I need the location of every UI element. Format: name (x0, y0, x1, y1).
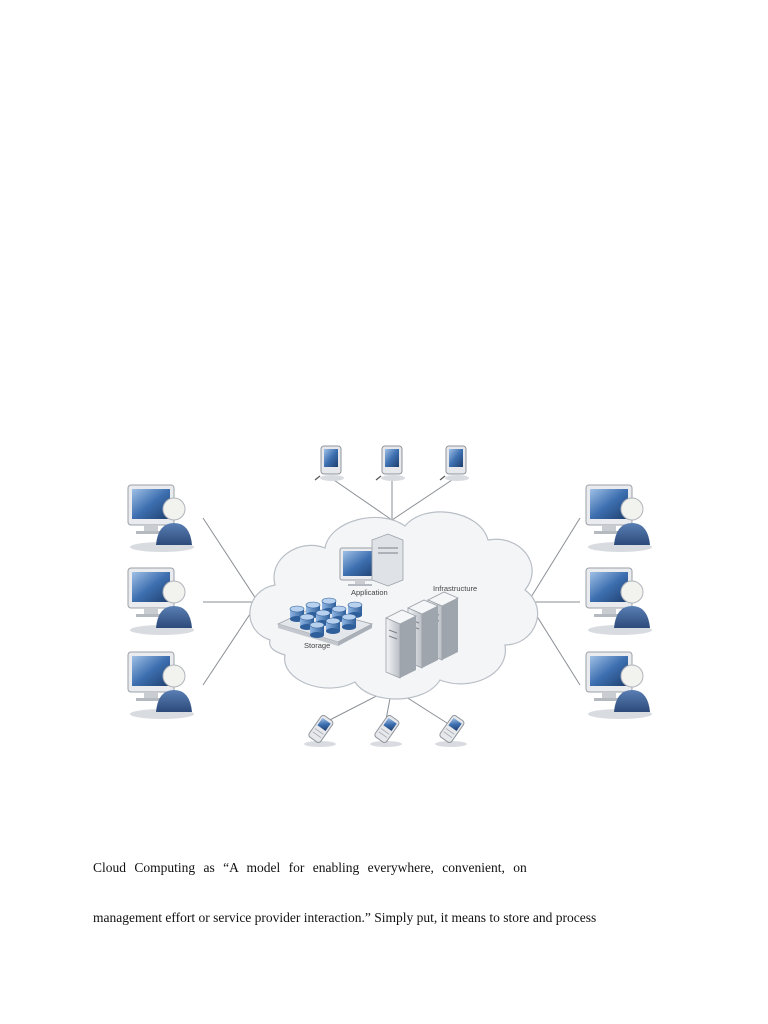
user-workstation-icon (127, 651, 195, 720)
desktop-monitor-icon (339, 533, 404, 587)
infrastructure-label: Infrastructure (433, 584, 477, 593)
user-workstation-icon (585, 567, 653, 636)
user-workstation-icon (585, 484, 653, 553)
mobile-phone-icon (369, 713, 403, 748)
application-label: Application (351, 588, 388, 597)
storage-label: Storage (304, 641, 330, 650)
user-workstation-icon (585, 651, 653, 720)
pda-icon (375, 445, 406, 482)
cloud-computing-diagram: Application Infrastructure (0, 430, 768, 770)
pda-icon (439, 445, 470, 482)
user-workstation-icon (127, 567, 195, 636)
cloud-shape (249, 511, 539, 700)
body-text-line: management effort or service provider in… (93, 910, 597, 925)
body-text-line: Cloud Computing as “A model for enabling… (93, 860, 527, 875)
pda-icon (314, 445, 345, 482)
database-cylinders-icon (276, 597, 374, 646)
mobile-phone-icon (434, 713, 468, 748)
user-workstation-icon (127, 484, 195, 553)
